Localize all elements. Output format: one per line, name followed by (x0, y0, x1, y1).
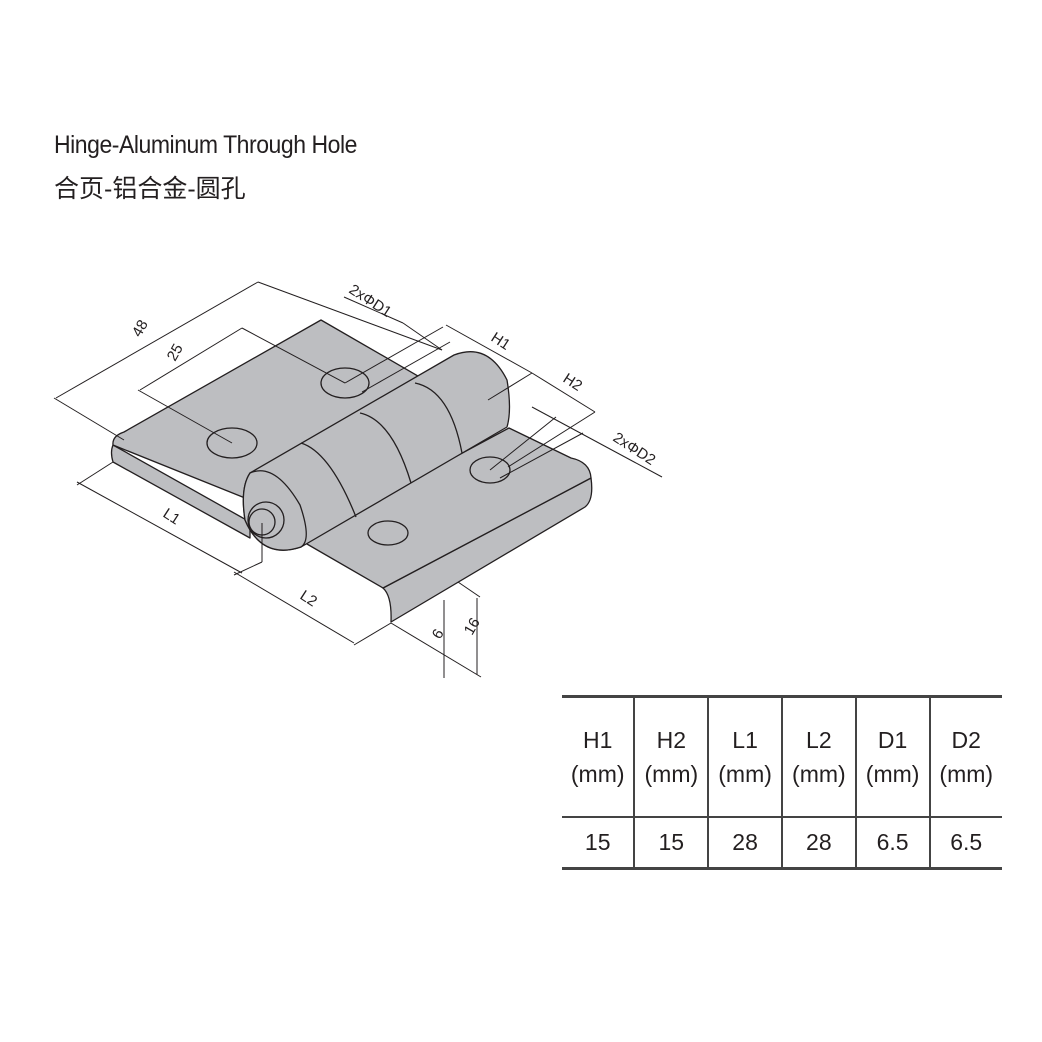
header-unit: (mm) (644, 761, 699, 787)
header-label: H1 (583, 727, 613, 753)
dim-d2-label: 2xΦD2 (610, 429, 659, 469)
hole-d2-back (469, 456, 511, 484)
right-leaf-front-face (382, 477, 593, 623)
page-subtitle: 合页-铝合金-圆孔 (54, 175, 246, 203)
dimension-lines (53, 281, 663, 678)
header-label: D1 (877, 727, 908, 753)
header-h1: H1 (mm) (562, 695, 636, 818)
header-h2: H2 (mm) (633, 695, 710, 818)
header-label: D2 (951, 727, 981, 753)
header-label: L2 (806, 727, 832, 753)
barrel-ring-1 (300, 442, 357, 518)
left-leaf (112, 319, 431, 501)
value-d1: 6.5 (854, 816, 931, 870)
value-l1: 28 (707, 816, 783, 870)
value-h1: 15 (562, 816, 636, 870)
header-label: H2 (656, 727, 687, 753)
dim-l2-label: L2 (297, 587, 320, 610)
dim-l1-label: L1 (160, 505, 183, 528)
dim-16-label: 16 (461, 615, 484, 638)
header-d1: D1 (mm) (854, 695, 931, 818)
hole-d2-front (367, 520, 409, 546)
table-header-row: H1 (mm) H2 (mm) L1 (mm) L2 (mm) D1 (mm) D2 (mm… (562, 695, 1002, 818)
header-unit: (mm) (792, 761, 846, 787)
spec-table: H1 (mm) H2 (mm) L1 (mm) L2 (mm) D1 (mm) D2 (mm… (562, 695, 1002, 870)
hole-d1-back (320, 367, 370, 399)
barrel-ring-3 (414, 382, 463, 454)
header-label: L1 (732, 727, 758, 753)
header-unit: (mm) (718, 761, 772, 787)
table-row: 15 15 28 28 6.5 6.5 (562, 816, 1002, 870)
value-d2: 6.5 (928, 816, 1002, 870)
hole-d1-front (206, 427, 258, 459)
header-l1: L1 (mm) (707, 695, 783, 818)
header-unit: (mm) (570, 761, 625, 787)
left-leaf-front-face (110, 444, 251, 539)
header-l2: L2 (mm) (780, 695, 857, 818)
value-h2: 15 (633, 816, 710, 870)
value-l2: 28 (780, 816, 857, 870)
pin-ring (247, 501, 285, 539)
header-unit: (mm) (865, 761, 920, 787)
header-d2: D2 (mm) (928, 695, 1002, 818)
dim-6-label: 6 (429, 626, 448, 642)
dim-48-label: 48 (129, 317, 152, 340)
barrel-ring-2 (359, 412, 412, 484)
header-unit: (mm) (939, 761, 994, 787)
page-title: Hinge-Aluminum Through Hole (54, 131, 357, 159)
dim-25-label: 25 (164, 341, 187, 364)
dim-h2-label: H2 (560, 370, 585, 395)
